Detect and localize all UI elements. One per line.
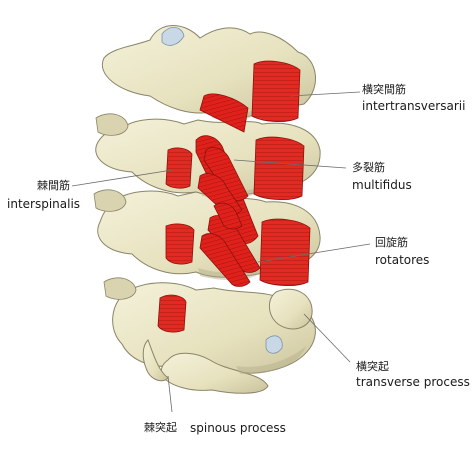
leader-lines (71, 91, 371, 413)
leader-rotatores (257, 243, 371, 263)
label-intertransversarii-en: intertransversarii (362, 99, 466, 113)
label-interspinalis-en: interspinalis (7, 197, 81, 211)
articular-facets (161, 27, 283, 354)
transverse-process-knob (269, 288, 313, 330)
label-rotatores-en: rotatores (375, 253, 430, 267)
spinous-process-tip (142, 339, 169, 382)
label-transverse-process-en: transverse process (356, 375, 470, 389)
label-interspinalis-jp: 棘間筋 (37, 179, 70, 192)
leader-multifidus (233, 159, 347, 169)
interspinalis-muscles (157, 147, 195, 333)
label-transverse-process-jp: 横突起 (356, 360, 389, 373)
label-multifidus-jp: 多裂筋 (352, 161, 385, 174)
leader-intertransversarii (289, 91, 361, 97)
multifidus-rotatores-muscles (195, 93, 261, 287)
lateral-lips (93, 113, 137, 300)
leader-interspinalis (71, 169, 173, 187)
label-spinous-process-jp: 棘突起 (144, 421, 177, 434)
leader-spinous-process (167, 375, 173, 413)
intertransversarii-muscles (251, 60, 311, 286)
label-multifidus-en: multifidus (352, 178, 412, 192)
label-spinous-process-en: spinous process (190, 421, 286, 435)
label-rotatores-jp: 回旋筋 (375, 236, 408, 249)
leader-transverse-process (303, 313, 351, 363)
label-intertransversarii-jp: 横突間筋 (362, 83, 406, 96)
